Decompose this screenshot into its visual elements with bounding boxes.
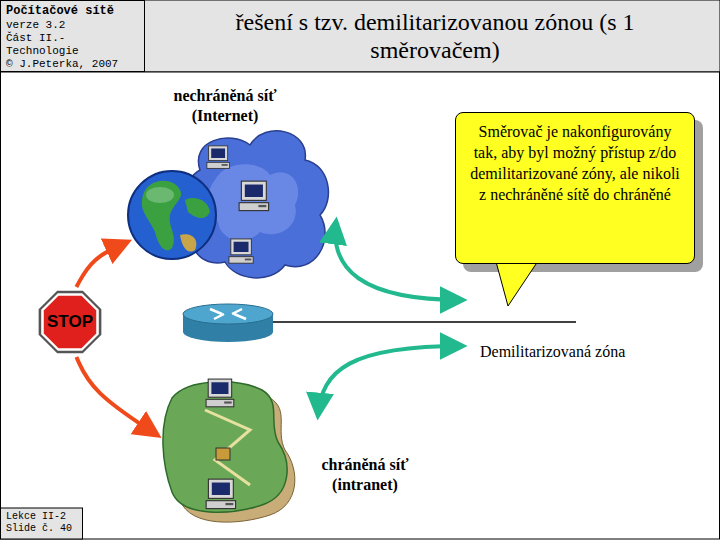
node-text: STOP (38, 290, 102, 354)
computer-icon (229, 239, 253, 263)
footer-box (1, 508, 83, 539)
node-text: chráněná síť (intranet) (310, 455, 420, 495)
block-arrow (76, 357, 157, 435)
access-arrow (318, 346, 462, 415)
block-arrow (76, 242, 127, 287)
slide-number-box: Lekce II-2Slide č. 40 (2, 510, 80, 538)
network-cloud: nechráněná síť (Internet) (130, 86, 340, 286)
computer-icon (239, 181, 268, 210)
heading-holder: chráněná síť (intranet) (310, 455, 420, 495)
node-text: nechráněná síť (Internet) (155, 86, 295, 126)
computer-icon (206, 379, 234, 407)
continent (185, 198, 210, 218)
network-cable (205, 410, 250, 485)
node-text: verze 3.2 (6, 19, 138, 32)
node-text: © J.Peterka, 2007 (6, 58, 138, 71)
access-arrow (335, 222, 462, 300)
octagon-rim (39, 291, 102, 354)
computer-icon (207, 146, 230, 169)
router-symbol (183, 304, 273, 342)
router-arrows (210, 309, 246, 319)
hub-icon (216, 448, 230, 460)
dmz-line (270, 321, 576, 323)
header-box: Počítačové sítěverze 3.2Část II.-Technol… (2, 2, 142, 70)
node-text: Lekce II-2 (6, 511, 76, 523)
continent (180, 234, 196, 251)
continent (142, 181, 181, 250)
callout-box: Směrovač je nakonfigurovány tak, aby byl… (455, 112, 695, 264)
heading-holder: nechráněná síť (Internet) (155, 86, 295, 126)
zone-label: Demilitarizovaná zóna (480, 342, 680, 362)
globe-shine (146, 187, 174, 203)
node-text: Slide č. 40 (6, 523, 76, 535)
node-text: Část II.-Technologie (6, 32, 138, 58)
node-text: Počítačové sítě (6, 4, 138, 19)
globe (128, 171, 216, 259)
slide-title: řešení s tzv. demilitarizovanou zónou (s… (230, 8, 640, 64)
internet-cloud (184, 131, 328, 278)
callout-tail (495, 258, 540, 306)
computer-icon (206, 479, 235, 508)
cloud-highlight (208, 164, 298, 240)
header-box (1, 1, 145, 72)
router-top (183, 304, 273, 324)
network-blob: chráněná síť (intranet) (160, 375, 430, 525)
stop-sign: STOP (38, 290, 102, 354)
content-frame (1, 72, 720, 539)
header-band (0, 0, 720, 72)
node-text: Směrovač je nakonfigurovány tak, aby byl… (466, 121, 684, 205)
router-base (183, 322, 273, 342)
